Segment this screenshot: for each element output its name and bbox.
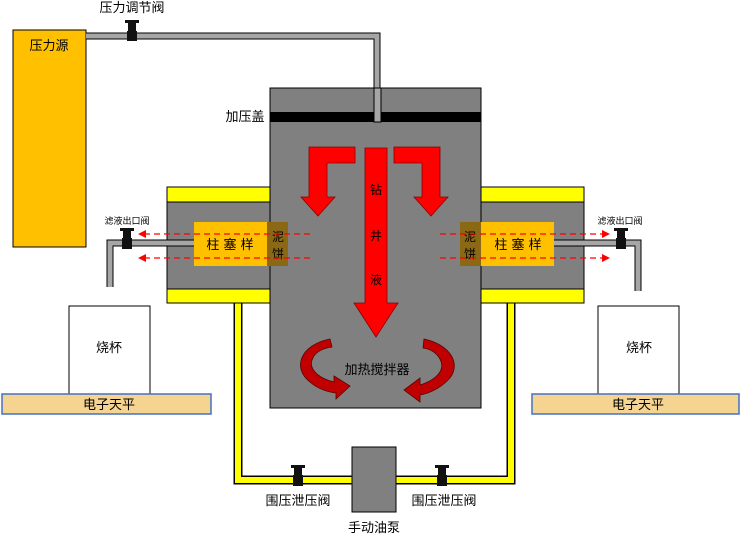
right-balance-label: 电子天平	[612, 398, 664, 413]
hand-pump	[351, 446, 397, 513]
pressure-valve-icon	[125, 20, 139, 41]
drilling-fluid-arrows	[300, 146, 449, 338]
drilling-fluid-label-1: 钻	[370, 182, 382, 197]
left-plug-sample-label: 柱 塞 样	[206, 237, 253, 253]
left-filtrate-valve-label: 滤液出口阀	[104, 215, 149, 227]
stirrer-rotation-arrows	[300, 338, 455, 403]
left-beaker	[68, 305, 151, 395]
right-mud-cake	[460, 222, 481, 266]
press-cover-label: 加压盖	[225, 110, 264, 125]
right-filtrate-valve-label: 滤液出口阀	[597, 215, 642, 227]
drilling-fluid-label-2: 井	[370, 229, 382, 243]
right-confining-valve-icon	[435, 465, 449, 486]
right-beaker	[597, 305, 680, 395]
left-confining-valve-label: 围压泄压阀	[265, 494, 330, 509]
pressure-valve-label: 压力调节阀	[99, 1, 164, 16]
right-mud-cake-label-2: 饼	[464, 247, 476, 261]
hand-pump-label: 手动油泵	[348, 521, 400, 536]
heat-stirrer-label: 加热搅拌器	[344, 362, 409, 378]
filtration-flow-arrows	[138, 230, 610, 262]
left-mud-cake-label-2: 饼	[272, 247, 284, 261]
left-balance	[1, 393, 212, 415]
right-balance	[531, 393, 740, 415]
right-plug-sample	[481, 222, 554, 266]
right-beaker-label: 烧杯	[626, 341, 652, 356]
left-beaker-label: 烧杯	[96, 341, 122, 356]
right-filtrate-pipe	[554, 239, 642, 291]
right-confining-valve-label: 围压泄压阀	[411, 494, 476, 509]
left-filtrate-valve-icon	[120, 228, 134, 249]
left-balance-label: 电子天平	[83, 398, 135, 413]
left-mud-cake-label-1: 泥	[272, 230, 284, 244]
confining-oil-pipe	[233, 302, 516, 485]
left-filtrate-pipe	[106, 239, 194, 287]
pressure-source	[12, 29, 87, 248]
left-mud-cake	[267, 222, 288, 266]
left-plug-sample	[194, 222, 267, 266]
right-mud-cake-label-1: 泥	[464, 230, 476, 244]
right-filtrate-valve-icon	[614, 228, 628, 249]
pressure-source-label: 压力源	[29, 39, 68, 54]
drilling-fluid-label-3: 液	[370, 272, 382, 287]
left-confining-valve-icon	[291, 465, 305, 486]
right-plug-sample-label: 柱 塞 样	[494, 237, 541, 253]
